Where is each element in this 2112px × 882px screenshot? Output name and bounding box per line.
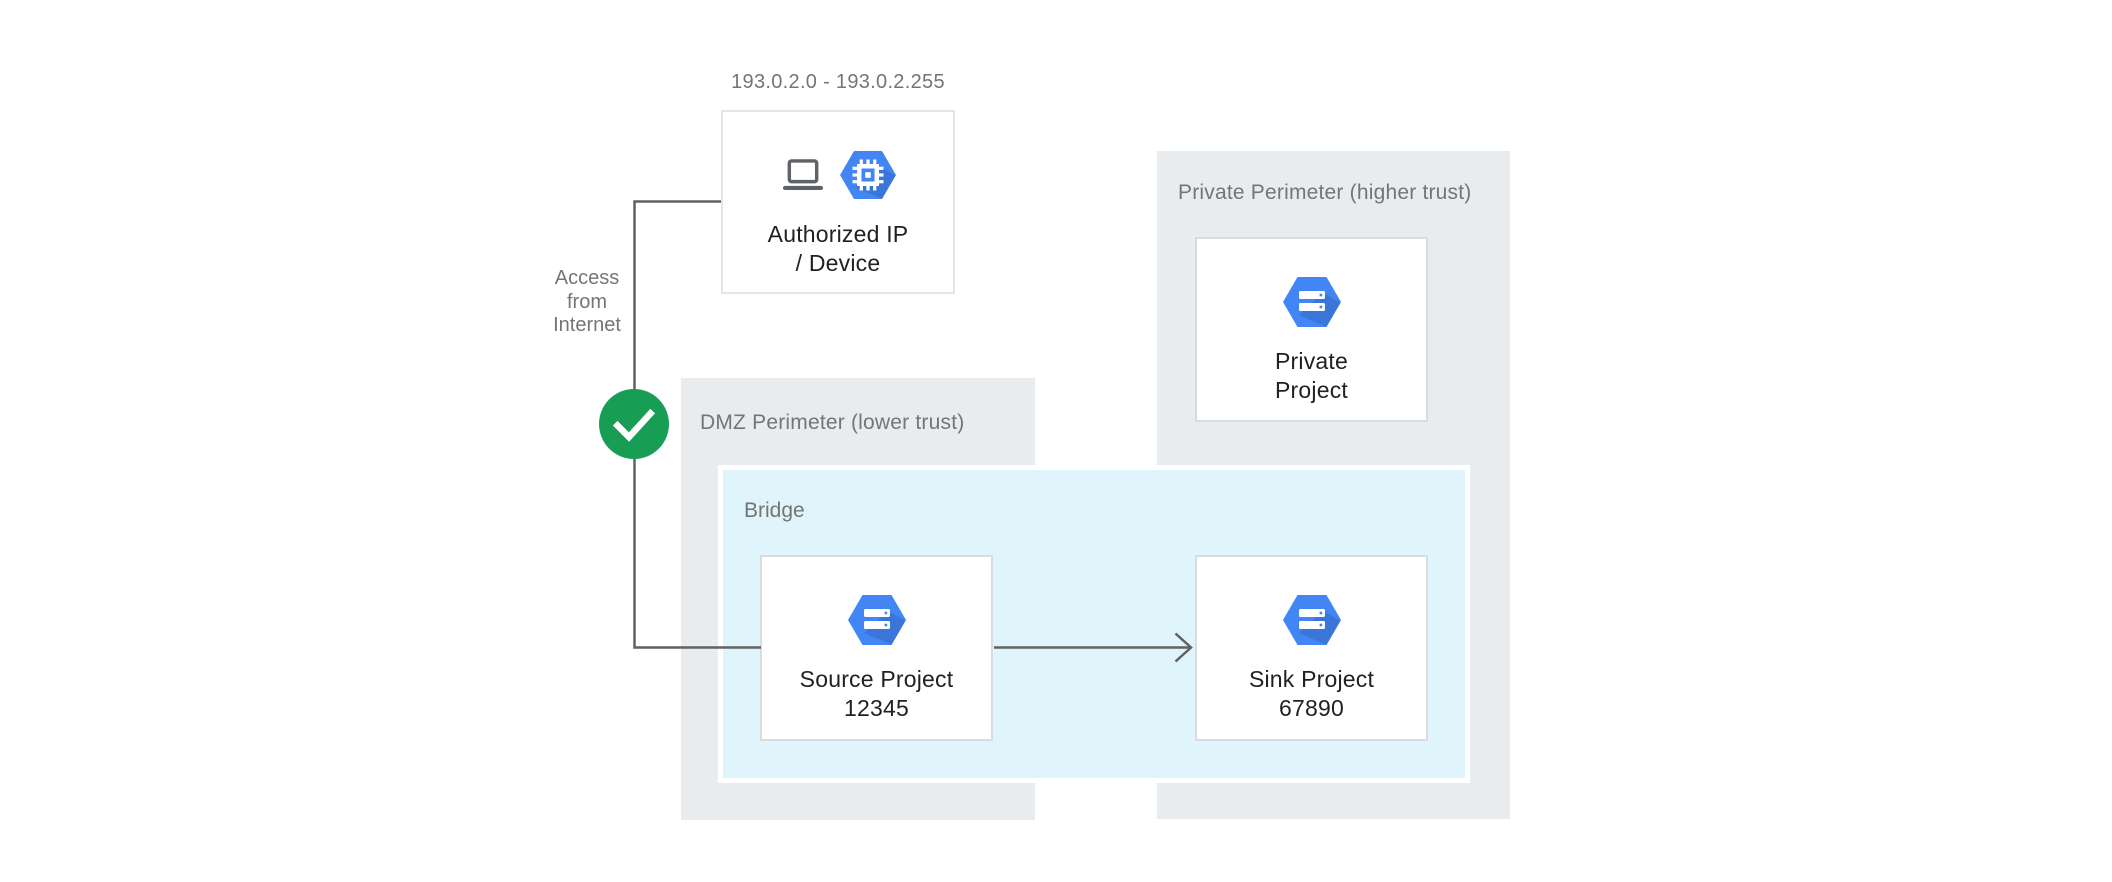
- gcp-project-hexagon-icon: [1283, 595, 1341, 645]
- private-node-title-line2: Project: [1275, 377, 1348, 403]
- compute-engine-hexagon-icon: [840, 151, 896, 199]
- access-from-internet-label: Access from Internet: [537, 267, 637, 338]
- access-label-line1: Access: [554, 267, 620, 289]
- private-perimeter-label: Private Perimeter (higher trust): [1178, 181, 1472, 204]
- ip-range-label: 193.0.2.0 - 193.0.2.255: [731, 71, 945, 93]
- authorized-node-title-line1: Authorized IP: [767, 221, 909, 247]
- access-allowed-check-badge: [599, 389, 669, 459]
- authorized-ip-device-node: Authorized IP / Device: [721, 110, 955, 294]
- dmz-perimeter-label: DMZ Perimeter (lower trust): [700, 411, 965, 434]
- sink-node-title-line2: 67890: [1279, 695, 1344, 721]
- laptop-icon: [781, 159, 825, 192]
- gcp-project-hexagon-icon: [848, 595, 906, 645]
- source-project-node: Source Project 12345: [760, 555, 993, 741]
- source-node-title-line1: Source Project: [799, 666, 954, 692]
- sink-node-title-line1: Sink Project: [1248, 666, 1375, 692]
- source-node-icons: [848, 595, 906, 645]
- private-node-icons: [1283, 277, 1341, 327]
- access-label-line2: from: [567, 290, 607, 313]
- sink-node-title: Sink Project 67890: [1249, 665, 1374, 723]
- gcp-project-hexagon-icon: [1283, 277, 1341, 327]
- private-node-title: Private Project: [1275, 347, 1348, 405]
- sink-node-icons: [1283, 595, 1341, 645]
- source-node-title: Source Project 12345: [800, 665, 954, 723]
- private-node-title-line1: Private: [1275, 348, 1348, 374]
- authorized-node-title: Authorized IP / Device: [768, 220, 909, 278]
- authorized-node-title-line2: / Device: [795, 250, 881, 276]
- checkmark-icon: [612, 408, 656, 442]
- access-label-line3: Internet: [553, 314, 621, 336]
- authorized-node-icons: [781, 150, 896, 200]
- sink-project-node: Sink Project 67890: [1195, 555, 1428, 741]
- source-node-title-line2: 12345: [844, 695, 909, 721]
- bridge-label: Bridge: [744, 499, 805, 522]
- private-project-node: Private Project: [1195, 237, 1428, 422]
